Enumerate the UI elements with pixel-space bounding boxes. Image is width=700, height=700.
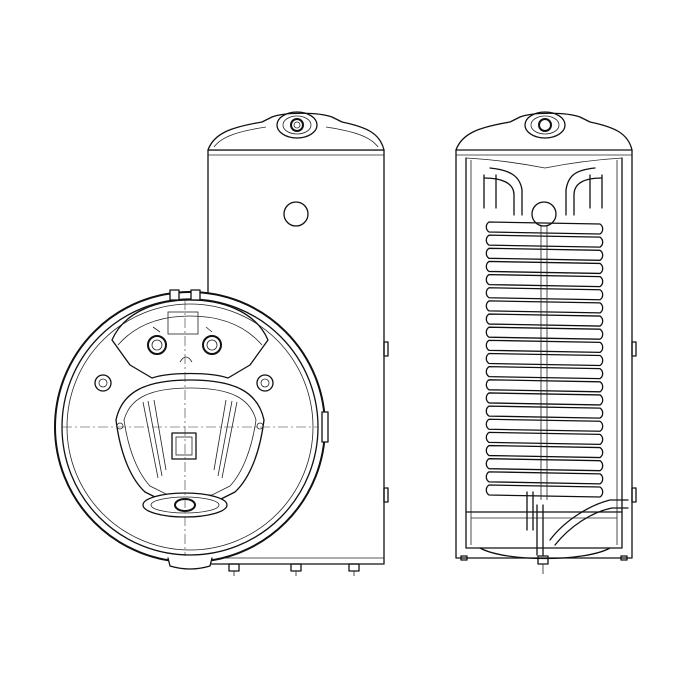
plate-ribs xyxy=(142,399,238,479)
coil-outlet-pipe xyxy=(589,174,603,209)
section-socket-upper xyxy=(631,341,637,357)
upper-connections xyxy=(147,326,222,363)
coil-turn xyxy=(485,300,604,314)
section-top-dome xyxy=(455,112,633,151)
coil-turn xyxy=(485,458,604,472)
upper-connector-plate xyxy=(111,299,269,379)
heat-exchanger-coil xyxy=(485,221,604,498)
coil-turn xyxy=(485,392,604,406)
coil-turn xyxy=(485,366,604,380)
coil-turn xyxy=(485,260,604,275)
anode-cap xyxy=(276,111,318,139)
cutaway-section-view xyxy=(455,111,637,574)
coil-turn xyxy=(485,326,604,340)
coil-turn xyxy=(485,471,604,485)
coil-turn xyxy=(485,221,604,235)
coil-turn xyxy=(485,339,604,353)
section-socket-lower xyxy=(631,487,637,503)
side-socket-lower xyxy=(383,487,389,503)
heating-element-flange xyxy=(171,432,197,460)
side-socket-upper xyxy=(383,341,389,357)
coil-turn xyxy=(485,484,604,498)
coil-turn xyxy=(485,379,604,393)
coil-turn xyxy=(485,444,604,459)
coil-turn xyxy=(485,418,604,432)
coil-turn xyxy=(485,405,604,419)
inspection-port xyxy=(283,201,309,227)
coil-turn xyxy=(485,431,604,446)
coil-turn xyxy=(485,352,604,367)
coil-inlet-pipe xyxy=(483,174,497,209)
feet xyxy=(228,563,360,576)
right-connection xyxy=(256,374,274,392)
coil-turn xyxy=(485,234,604,248)
coil-turn xyxy=(485,247,604,261)
bottom-view xyxy=(54,289,329,570)
bottom-pipes xyxy=(526,491,544,556)
left-connection xyxy=(94,374,112,392)
coil-turn xyxy=(485,287,604,301)
coil-turn xyxy=(485,313,604,327)
inner-tank-wall xyxy=(465,157,623,549)
mounting-plate xyxy=(115,379,265,503)
section-anode-cap xyxy=(524,111,566,139)
section-anode-port xyxy=(531,201,557,227)
coil-turn xyxy=(485,273,604,288)
